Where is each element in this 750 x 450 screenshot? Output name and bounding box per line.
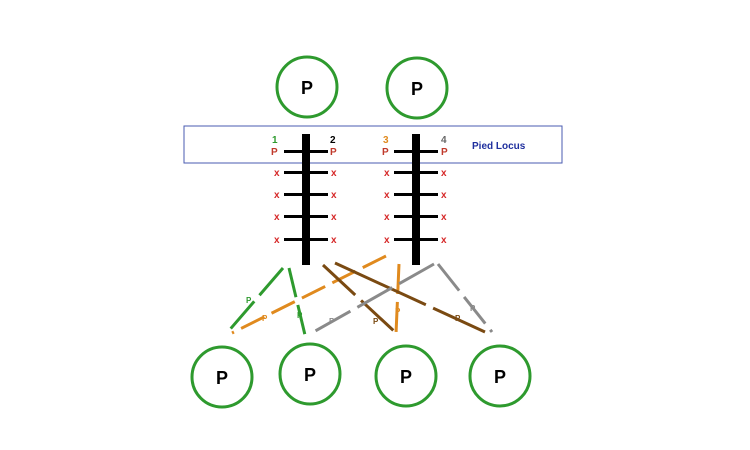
offspring-4: P [468,344,532,408]
allele-1-x: x [274,212,280,223]
line-gray-b [436,263,494,333]
chromosome-1-bar [302,134,310,265]
allele-2-x: x [331,190,337,201]
allele-4-x: x [441,168,447,179]
offspring-4-circle [468,344,532,408]
line-orange-a [231,254,387,335]
chromosome-2-bar [412,134,420,265]
line-label-orange: P [395,307,401,316]
parent-1-circle [275,55,339,119]
allele-1-p: P [271,147,278,158]
parent-2: P [385,56,449,120]
allele-3-x: x [384,190,390,201]
parent-2-circle [385,56,449,120]
allele-2-x: x [331,235,337,246]
offspring-1-circle [190,345,254,409]
line-label-brown: P [373,317,379,326]
offspring-3-circle [374,344,438,408]
chromosome-2-band [394,238,438,241]
offspring-2-label: P [304,365,316,385]
allele-4-x: x [441,212,447,223]
offspring-2-circle [278,342,342,406]
chromosome-number-3: 3 [383,135,389,146]
chromosome-2-band [394,193,438,196]
line-label-gray: P [329,317,335,326]
parent-1: P [275,55,339,119]
chromosome-1-band [284,238,328,241]
line-label-brown: P [455,314,461,323]
offspring-4-label: P [494,367,506,387]
offspring-1: P [190,345,254,409]
allele-3-x: x [384,168,390,179]
allele-1-x: x [274,235,280,246]
line-label-gray: P [470,304,476,313]
chromosome-2-band [394,150,438,153]
chromosome-2-band [394,171,438,174]
allele-2-x: x [331,212,337,223]
line-green-a [224,267,285,335]
offspring-3: P [374,344,438,408]
pied-locus-label: Pied Locus [472,141,526,152]
chromosome-1-band [284,193,328,196]
allele-4-x: x [441,235,447,246]
allele-3-x: x [384,212,390,223]
allele-4-x: x [441,190,447,201]
offspring-1-label: P [216,368,228,388]
line-gray-a [309,262,435,336]
parent-2-label: P [411,79,423,99]
pied-locus-box [183,125,563,164]
chromosome-2-band [394,215,438,218]
chromosome-1-band [284,171,328,174]
chromosome-pair-2: P P x x x x x x x x [382,134,448,265]
line-label-green: P [297,311,303,320]
allele-4-p: P [441,147,448,158]
allele-2-p: P [330,147,337,158]
chromosome-pair-1: P P x x x x x x x x [271,134,337,265]
offspring-2: P [278,342,342,406]
line-orange-b [394,263,401,335]
chromosome-1-band [284,150,328,153]
chromosome-number-2: 2 [330,135,336,146]
inheritance-lines [224,254,494,336]
line-label-orange: P [262,314,268,323]
line-brown-a [321,263,397,334]
line-label-green: P [246,296,252,305]
chromosome-number-1: 1 [272,135,278,146]
allele-2-x: x [331,168,337,179]
chromosome-1-band [284,215,328,218]
allele-1-x: x [274,190,280,201]
allele-1-x: x [274,168,280,179]
line-green-b [287,267,307,336]
parent-1-label: P [301,78,313,98]
offspring-3-label: P [400,367,412,387]
allele-3-x: x [384,235,390,246]
line-brown-b [334,261,486,334]
chromosome-number-4: 4 [441,135,447,146]
allele-3-p: P [382,147,389,158]
